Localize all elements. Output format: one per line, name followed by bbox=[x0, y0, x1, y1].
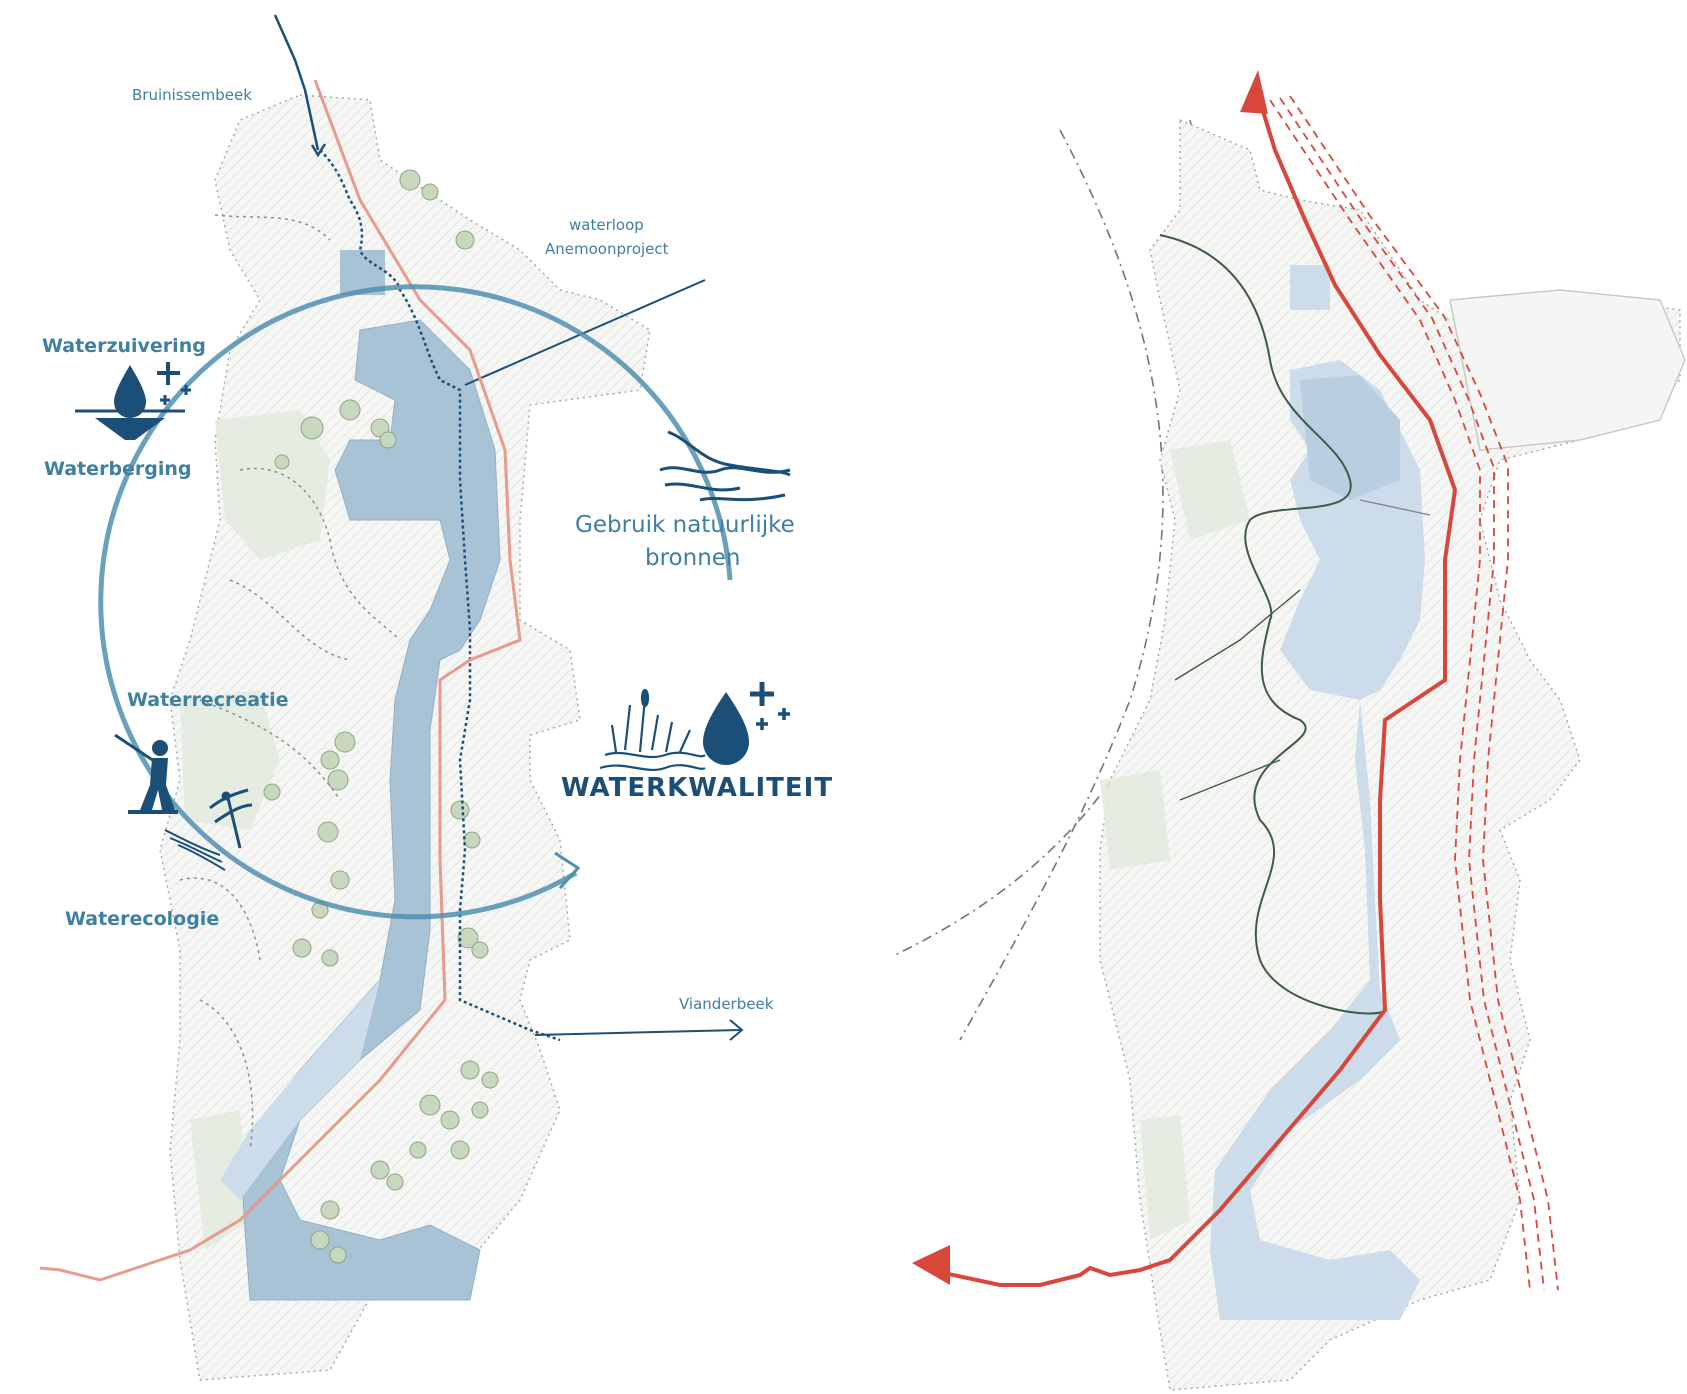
right-meandering-path bbox=[1159, 234, 1386, 1015]
bruinissembeek-stream bbox=[273, 14, 320, 151]
water-cycle-arrowhead bbox=[554, 851, 581, 890]
right-path-branch-1 bbox=[1174, 589, 1301, 681]
vianderbeek-arrowhead bbox=[729, 1019, 744, 1041]
right-path-branch-2 bbox=[1179, 759, 1281, 801]
reeds-icon bbox=[599, 688, 706, 771]
left-lake-light-edge bbox=[220, 980, 380, 1200]
right-lake-deep bbox=[1300, 375, 1400, 500]
right-outer-dash-dot-line bbox=[959, 129, 1164, 1041]
label-waterloop-line1: waterloop bbox=[569, 216, 644, 234]
right-green-zone-west bbox=[1100, 770, 1170, 870]
right-map bbox=[894, 70, 1686, 1391]
label-vianderbeek: Vianderbeek bbox=[679, 995, 774, 1013]
label-waterkwaliteit: WATERKWALITEIT bbox=[561, 773, 833, 803]
right-route-arrowhead-southwest bbox=[912, 1245, 950, 1285]
water-drop-sparkle-icon bbox=[114, 362, 191, 418]
right-red-route bbox=[929, 94, 1458, 1287]
left-green-zone-north bbox=[215, 410, 330, 560]
right-red-dashed-corridor bbox=[1269, 95, 1559, 1291]
water-basin-icon bbox=[75, 409, 185, 440]
right-pond-north bbox=[1290, 265, 1330, 310]
left-trees bbox=[263, 169, 499, 1264]
person-fishing-icon bbox=[114, 733, 178, 814]
right-green-zone-south bbox=[1140, 1115, 1190, 1240]
dragonfly-icon bbox=[209, 788, 253, 849]
label-waterecologie: Waterecologie bbox=[65, 908, 219, 930]
waves-icon bbox=[659, 430, 791, 502]
left-channel-dotted bbox=[319, 149, 561, 1042]
label-waterloop-line2: Anemoonproject bbox=[545, 240, 669, 258]
bruinissembeek-arrowhead bbox=[310, 143, 327, 158]
label-bruinissembeek: Bruinissembeek bbox=[132, 86, 252, 104]
reed-grass-icon bbox=[164, 829, 226, 871]
right-lake bbox=[1210, 360, 1425, 1320]
left-pink-route bbox=[39, 79, 522, 1282]
left-dashed-paths bbox=[179, 214, 401, 1151]
label-waterrecreatie: Waterrecreatie bbox=[127, 689, 289, 711]
right-site-outline-east bbox=[1449, 289, 1686, 451]
label-waterzuivering: Waterzuivering bbox=[42, 335, 206, 357]
label-waterberging: Waterberging bbox=[44, 458, 192, 480]
right-route-arrowhead-north bbox=[1240, 70, 1268, 114]
label-gebruik-line2: bronnen bbox=[645, 545, 741, 571]
vianderbeek-line bbox=[534, 1029, 741, 1036]
left-map: Bruinissembeek waterloop Anemoonproject … bbox=[39, 14, 833, 1381]
right-green-zone-north bbox=[1170, 440, 1250, 540]
left-lake bbox=[239, 319, 501, 1301]
water-cycle-circle bbox=[98, 284, 733, 920]
right-path-branch-3 bbox=[1359, 499, 1431, 516]
left-green-zone-west bbox=[180, 690, 280, 830]
water-drop-sparkle-icon bbox=[703, 682, 790, 765]
label-gebruik-line1: Gebruik natuurlijke bbox=[575, 512, 795, 538]
waterloop-leader-line bbox=[464, 279, 706, 386]
